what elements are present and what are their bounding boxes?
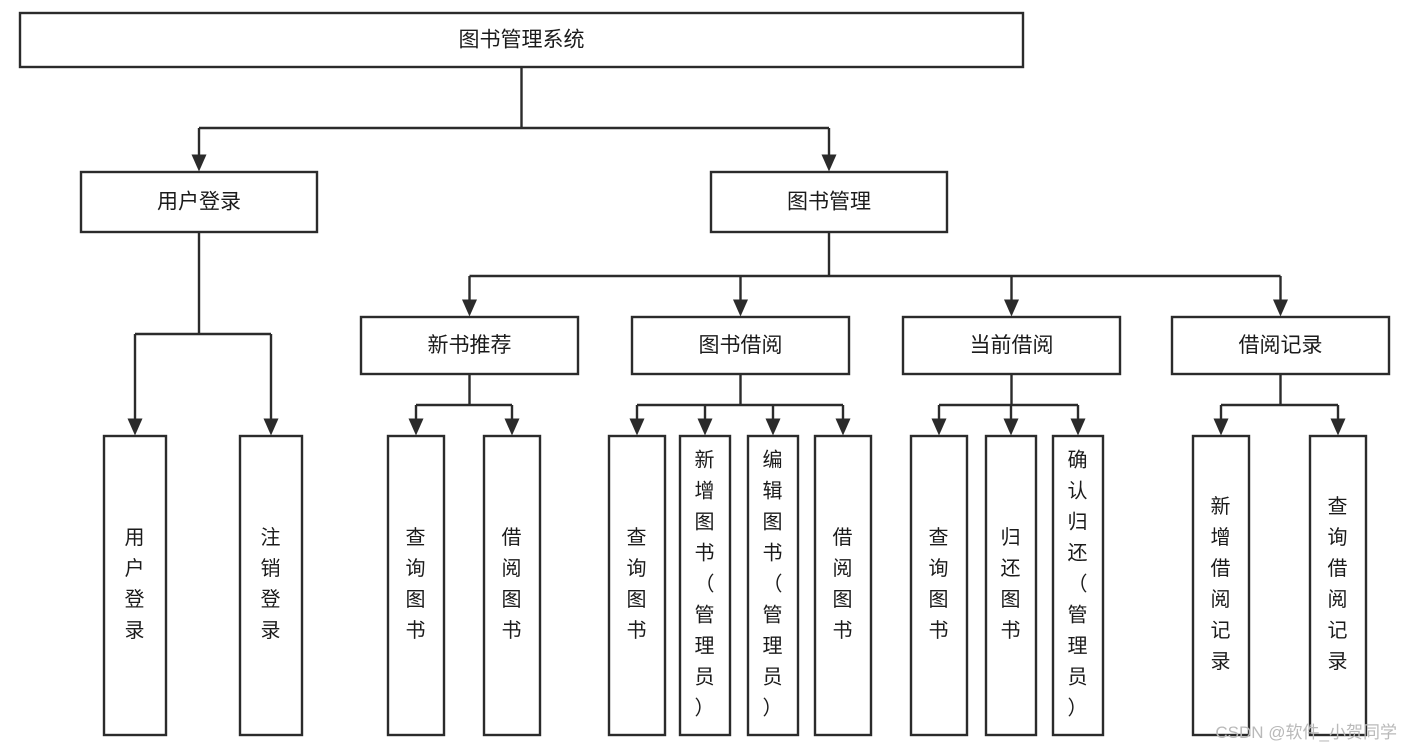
arrow-head-icon (1003, 418, 1019, 436)
node-leaf-编辑图书管理员-6[interactable]: 编辑图书（管理员） (746, 434, 800, 737)
node-l2-用户登录-0[interactable]: 用户登录 (79, 170, 319, 234)
node-l3-当前借阅-2[interactable]: 当前借阅 (901, 315, 1122, 376)
node-box (678, 434, 732, 737)
node-box (909, 434, 969, 737)
node-label: 图书管理 (787, 191, 871, 214)
arrow-head-icon (697, 418, 713, 436)
node-box (359, 315, 580, 376)
node-box (813, 434, 873, 737)
node-label: 注销登录 (261, 526, 282, 642)
node-box (238, 434, 304, 737)
arrow-head-icon (733, 299, 748, 317)
node-box (630, 315, 851, 376)
node-l3-图书借阅-1[interactable]: 图书借阅 (630, 315, 851, 376)
diagram-nodes: 图书管理系统用户登录图书管理新书推荐图书借阅当前借阅借阅记录用户登录注销登录查询… (18, 11, 1391, 737)
arrow-head-icon (1070, 418, 1086, 436)
node-label: 编辑图书（管理员） (763, 449, 784, 720)
node-root-图书管理系统-0[interactable]: 图书管理系统 (18, 11, 1025, 69)
node-label: 用户登录 (125, 527, 146, 642)
node-leaf-注销登录-1[interactable]: 注销登录 (238, 434, 304, 737)
node-leaf-确认归还管理员-10[interactable]: 确认归还（管理员） (1051, 434, 1105, 737)
node-box (1191, 434, 1251, 737)
node-box (18, 11, 1025, 69)
node-label: 查询图书 (929, 526, 950, 642)
arrow-head-icon (263, 418, 279, 436)
node-label: 借阅图书 (502, 526, 523, 642)
arrow-head-icon (127, 418, 143, 436)
node-label: 借阅图书 (833, 526, 854, 642)
node-label: 归还图书 (1001, 526, 1022, 642)
node-l3-新书推荐-0[interactable]: 新书推荐 (359, 315, 580, 376)
node-box (482, 434, 542, 737)
node-label: 查询图书 (406, 526, 427, 642)
node-box (709, 170, 949, 234)
node-box (1051, 434, 1105, 737)
arrow-head-icon (504, 418, 520, 436)
arrow-head-icon (629, 418, 645, 436)
node-label: 查询借阅记录 (1328, 495, 1349, 673)
node-leaf-借阅图书-3[interactable]: 借阅图书 (482, 434, 542, 737)
arrow-head-icon (408, 418, 424, 436)
node-leaf-借阅图书-7[interactable]: 借阅图书 (813, 434, 873, 737)
node-box (102, 434, 168, 737)
node-label: 用户登录 (157, 191, 241, 214)
node-box (984, 434, 1038, 737)
node-label: 新书推荐 (428, 334, 512, 357)
arrow-head-icon (1004, 299, 1019, 317)
node-label: 当前借阅 (970, 334, 1054, 357)
node-box (1308, 434, 1368, 737)
csdn-watermark: CSDN @软件_小贺同学 (1215, 723, 1397, 742)
node-label: 确认归还（管理员） (1068, 449, 1089, 720)
node-box (79, 170, 319, 234)
node-leaf-归还图书-9[interactable]: 归还图书 (984, 434, 1038, 737)
connector-lines (127, 67, 1346, 436)
node-leaf-查询图书-8[interactable]: 查询图书 (909, 434, 969, 737)
arrow-head-icon (1273, 299, 1288, 317)
node-box (746, 434, 800, 737)
node-label: 图书借阅 (699, 334, 783, 357)
node-box (901, 315, 1122, 376)
arrow-head-icon (1213, 418, 1229, 436)
node-l2-图书管理-1[interactable]: 图书管理 (709, 170, 949, 234)
node-label: 借阅记录 (1239, 334, 1323, 357)
node-leaf-新增借阅记录-11[interactable]: 新增借阅记录 (1191, 434, 1251, 737)
node-label: 新增图书（管理员） (695, 449, 716, 720)
node-label: 图书管理系统 (459, 29, 585, 52)
node-leaf-查询图书-4[interactable]: 查询图书 (607, 434, 667, 737)
arrow-head-icon (821, 154, 837, 172)
arrow-head-icon (931, 418, 947, 436)
arrow-head-icon (191, 154, 207, 172)
node-box (386, 434, 446, 737)
node-box (607, 434, 667, 737)
arrow-head-icon (1330, 418, 1346, 436)
node-leaf-新增图书管理员-5[interactable]: 新增图书（管理员） (678, 434, 732, 737)
arrow-head-icon (835, 418, 851, 436)
node-l3-借阅记录-3[interactable]: 借阅记录 (1170, 315, 1391, 376)
node-box (1170, 315, 1391, 376)
node-label: 查询图书 (627, 526, 648, 642)
arrow-head-icon (765, 418, 781, 436)
node-leaf-查询借阅记录-12[interactable]: 查询借阅记录 (1308, 434, 1368, 737)
node-label: 新增借阅记录 (1211, 495, 1232, 673)
node-leaf-用户登录-0[interactable]: 用户登录 (102, 434, 168, 737)
arrow-head-icon (462, 299, 477, 317)
node-leaf-查询图书-2[interactable]: 查询图书 (386, 434, 446, 737)
